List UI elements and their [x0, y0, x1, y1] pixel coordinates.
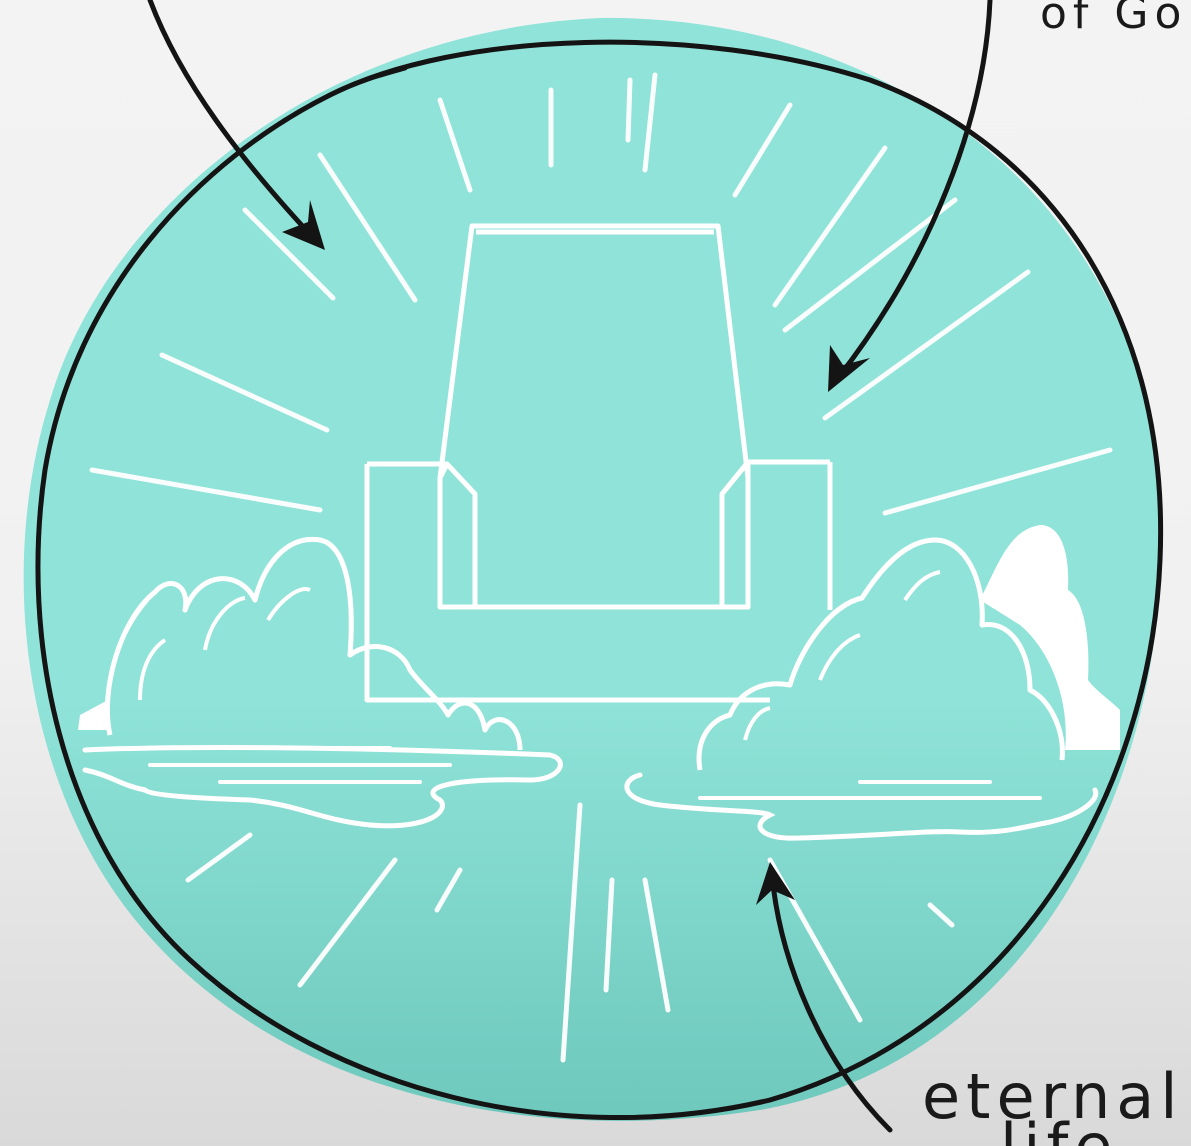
label-life-cutoff: life — [1000, 1110, 1118, 1146]
teal-disc — [24, 18, 1162, 1121]
label-top-right-fragment: of Go — [1040, 0, 1187, 39]
